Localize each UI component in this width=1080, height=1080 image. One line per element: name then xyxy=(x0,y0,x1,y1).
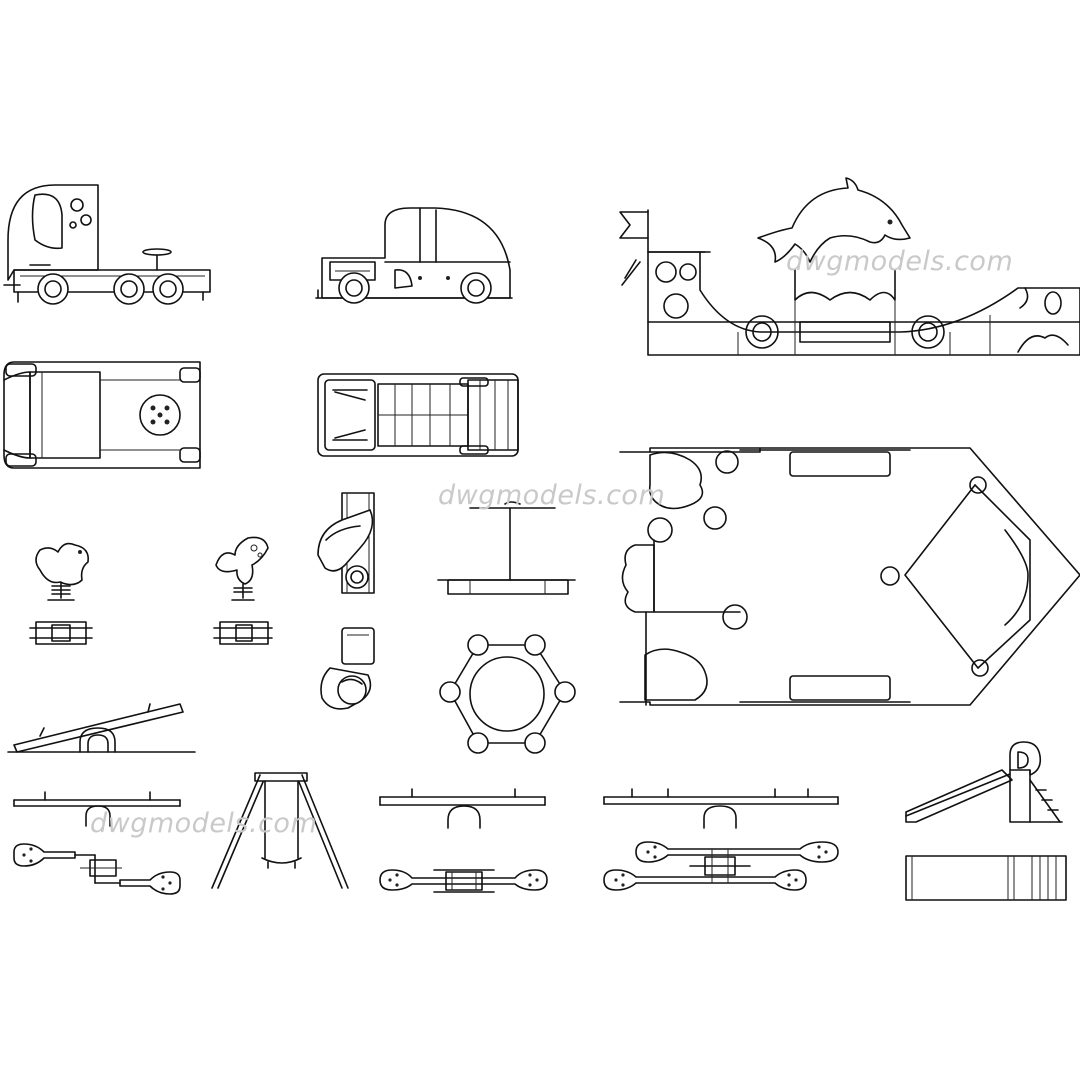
ship-plan-view xyxy=(620,448,1080,705)
spring-rider-butterfly xyxy=(214,537,272,644)
seesaw-medium-plan xyxy=(380,870,547,892)
buggy-plan-view xyxy=(318,374,518,456)
seesaw-tilted xyxy=(8,704,195,752)
truck-side-elevation xyxy=(4,185,210,304)
seesaw-medium-elevation xyxy=(380,789,545,828)
small-slide-plan xyxy=(906,856,1066,900)
sandpit-shade-elevation xyxy=(438,502,575,594)
tube-slide-elevation xyxy=(318,493,374,593)
swing-elevation xyxy=(212,773,348,888)
small-slide-elevation xyxy=(906,742,1062,822)
seesaw-double-elevation xyxy=(604,789,838,828)
buggy-side-elevation xyxy=(316,208,512,303)
seesaw-small-elevation xyxy=(14,792,180,826)
seesaw-small-plan xyxy=(14,844,180,894)
truck-plan-view xyxy=(4,362,200,468)
ship-dolphin-elevation xyxy=(620,178,1080,355)
seesaw-double-plan xyxy=(604,842,838,890)
hex-sandpit-plan xyxy=(440,635,575,753)
spring-rider-horse xyxy=(30,544,92,644)
tube-slide-plan xyxy=(321,628,374,709)
